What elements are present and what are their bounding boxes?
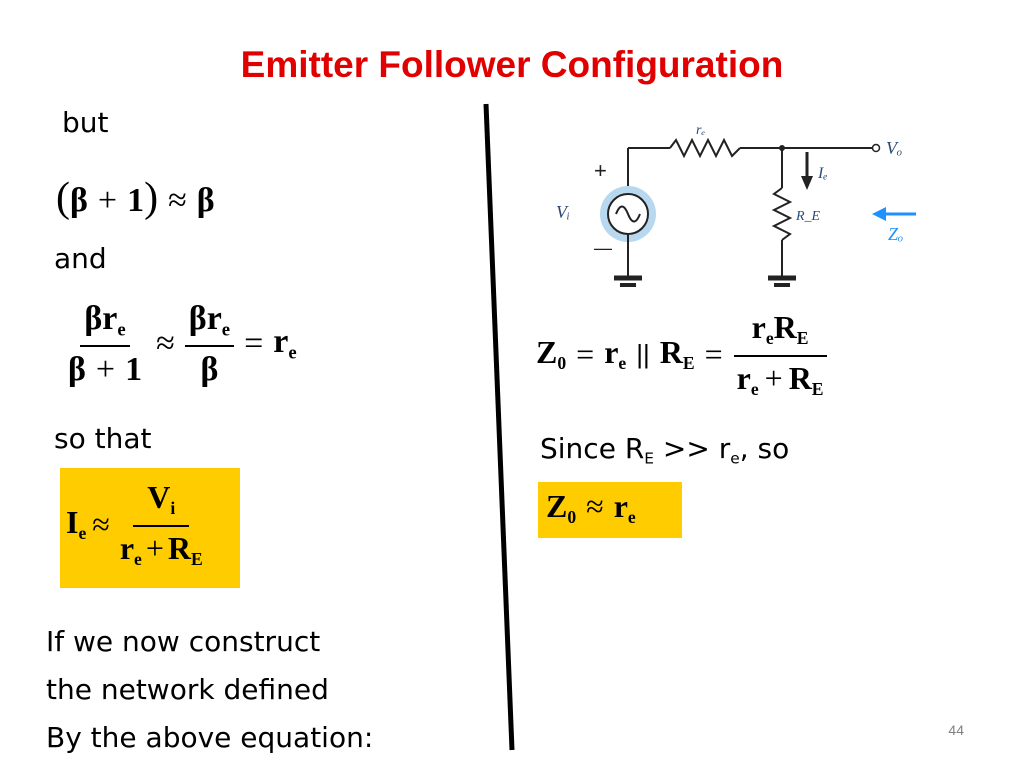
text-but: but (62, 106, 109, 139)
paragraph-line-3: By the above equation: (46, 721, 374, 754)
paragraph-line-1: If we now construct (46, 625, 321, 658)
minus-label: — (594, 238, 612, 258)
page-number: 44 (948, 722, 964, 738)
re-big-label: R_E (795, 209, 821, 224)
emitter-follower-circuit: rₑ Vₒ Vᵢ + — Iₑ R_E Zₒ (556, 123, 916, 287)
equation-z0-approx-box: Z0≈re (538, 482, 682, 538)
since-text: Since RE >> re, so (540, 432, 789, 467)
paragraph: If we now construct the network defined … (46, 618, 373, 762)
zo-label: Zₒ (888, 224, 903, 244)
plus-label: + (594, 158, 607, 183)
since-suffix: , so (739, 432, 790, 465)
since-sub-e: e (730, 449, 740, 468)
re-label: rₑ (696, 123, 705, 138)
text-so-that: so that (54, 422, 152, 455)
since-sub-E: E (644, 449, 655, 468)
since-mid: >> r (654, 432, 731, 465)
re-resistor (669, 137, 741, 159)
RE-resistor (771, 187, 793, 241)
since-prefix: Since R (540, 432, 645, 465)
vi-label: Vᵢ (556, 202, 570, 222)
vo-label: Vₒ (886, 138, 902, 158)
paragraph-line-2: the network defined (46, 673, 329, 706)
equation-beta-approx: (β+1)≈β (56, 175, 215, 221)
slide-title: Emitter Follower Configuration (240, 44, 784, 85)
ie-label: Iₑ (817, 165, 828, 182)
text-and: and (54, 242, 107, 275)
